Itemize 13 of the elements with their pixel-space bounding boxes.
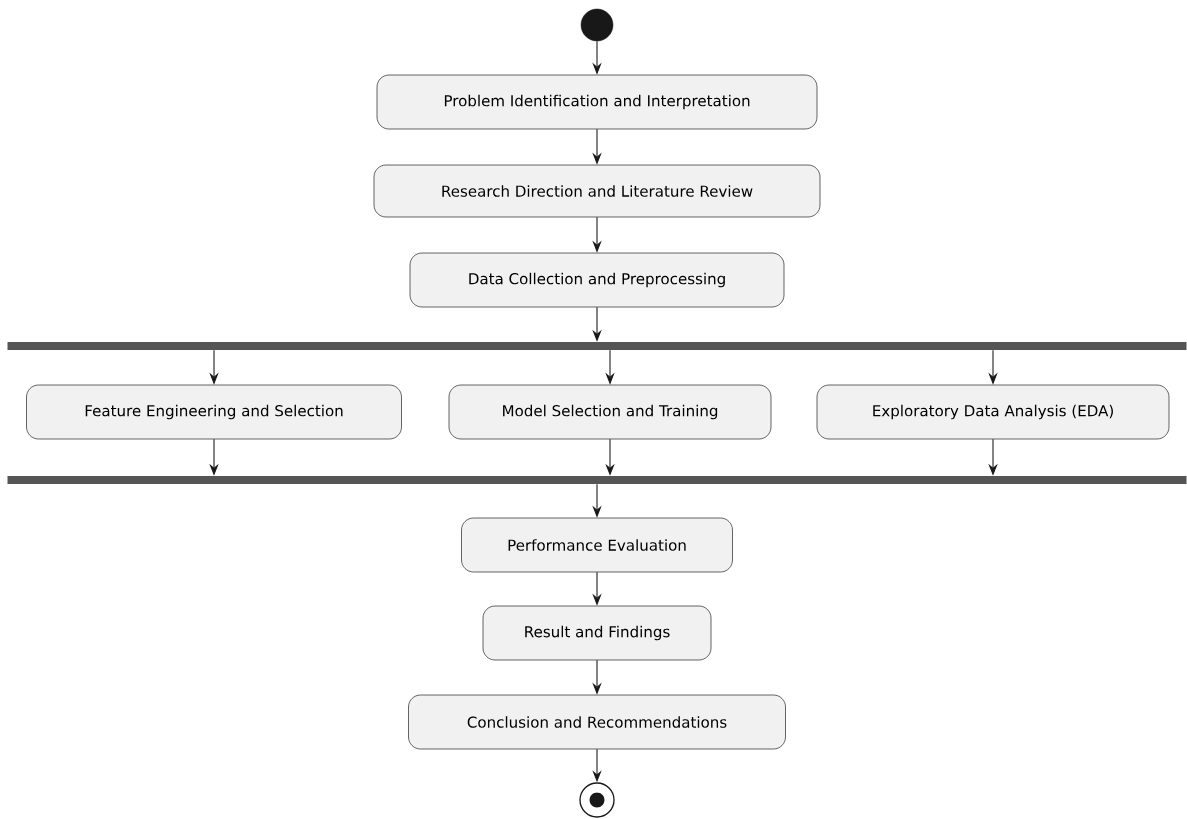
end-circle — [579, 782, 615, 818]
activity-box: Data Collection and Preprocessing — [409, 252, 785, 308]
activity-box: Model Selection and Training — [448, 384, 772, 440]
activity-box: Conclusion and Recommendations — [408, 694, 786, 750]
start-circle — [580, 8, 614, 42]
activity-box: Exploratory Data Analysis (EDA) — [816, 384, 1170, 440]
activity-box: Performance Evaluation — [461, 517, 733, 573]
sync-bar — [7, 342, 1187, 350]
activity-box: Result and Findings — [482, 605, 712, 661]
sync-bar — [7, 476, 1187, 484]
activity-box: Feature Engineering and Selection — [26, 384, 402, 440]
activity-box: Problem Identification and Interpretation — [376, 74, 818, 130]
activity-box: Research Direction and Literature Review — [373, 164, 821, 218]
